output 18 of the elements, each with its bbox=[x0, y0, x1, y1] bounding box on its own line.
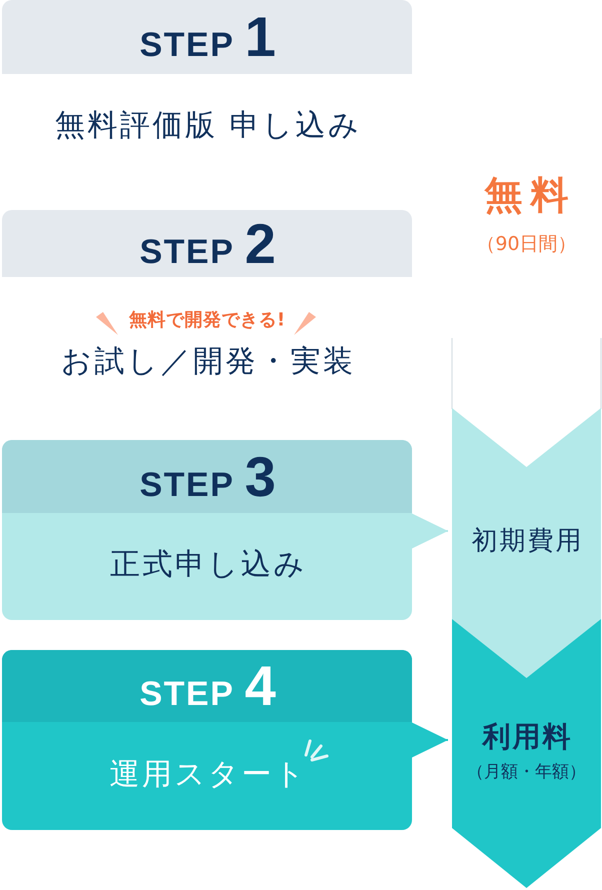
step-title: 無料評価版 申し込み bbox=[54, 108, 362, 144]
step-title: 正式申し込み bbox=[108, 548, 307, 582]
step-title: 運用スタート bbox=[108, 758, 308, 792]
tagline-text: 無料で開発できる! bbox=[128, 310, 286, 332]
cost-label: 利用料 bbox=[480, 720, 572, 754]
cost-label: 初期費用 bbox=[470, 527, 584, 557]
step-card bbox=[2, 650, 412, 830]
billing-note: （月額・年額） bbox=[467, 763, 586, 783]
step-heading: STEP 4 bbox=[138, 654, 276, 718]
period-note: （90日間） bbox=[476, 234, 577, 256]
step-heading: STEP 3 bbox=[138, 444, 276, 509]
step-card bbox=[2, 440, 412, 620]
pointer-arrow bbox=[412, 514, 448, 548]
step-heading: STEP 2 bbox=[138, 211, 276, 276]
step-heading: STEP 1 bbox=[138, 4, 276, 70]
price-label: 無料 bbox=[483, 174, 576, 218]
step-title: お試し／開発・実装 bbox=[60, 344, 356, 380]
pointer-arrow bbox=[412, 722, 448, 758]
